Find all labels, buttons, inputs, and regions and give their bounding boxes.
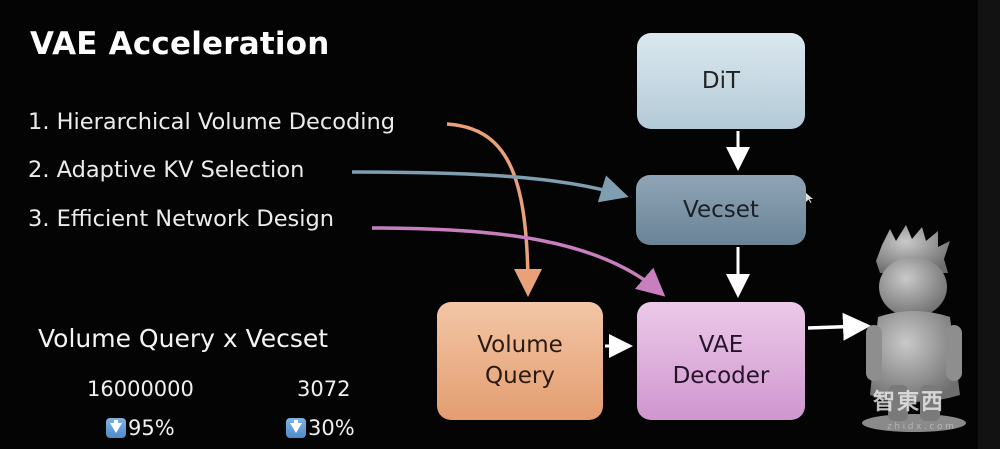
node-vecset-label: Vecset xyxy=(683,196,759,223)
down-arrow-icon xyxy=(106,418,126,438)
volume-query-reduction-value: 95% xyxy=(128,416,175,440)
point-adaptive-kv-selection: 2. Adaptive KV Selection xyxy=(28,157,305,183)
arrow-adaptive-kv-to-vecset xyxy=(351,170,629,203)
node-vae-decoder: VAE Decoder xyxy=(637,302,805,420)
node-dit-label: DiT xyxy=(701,67,741,94)
node-volume-query-label: Volume Query xyxy=(477,332,563,389)
screen-edge-strip xyxy=(978,0,1000,449)
arrow-efficient-network-to-vae-decoder xyxy=(371,226,666,297)
watermark-domain: zhidx.com xyxy=(887,422,957,432)
node-vecset: Vecset xyxy=(636,175,806,245)
point-efficient-network-design: 3. Efficient Network Design xyxy=(28,206,335,232)
node-vae-decoder-label: VAE Decoder xyxy=(672,332,770,389)
arrow-vae-decoder-to-output xyxy=(807,312,871,341)
node-dit: DiT xyxy=(637,33,805,129)
volume-query-reduction: 95% xyxy=(106,416,175,440)
vecset-reduction: 30% xyxy=(286,416,355,440)
mouse-cursor-icon xyxy=(806,193,813,203)
volume-query-count: 16000000 xyxy=(87,377,194,401)
stats-label: Volume Query x Vecset xyxy=(38,324,329,353)
down-arrow-icon xyxy=(286,418,306,438)
vecset-count: 3072 xyxy=(297,377,351,401)
point-hierarchical-volume-decoding: 1. Hierarchical Volume Decoding xyxy=(28,109,396,135)
vecset-reduction-value: 30% xyxy=(308,416,355,440)
arrow-hierarchical-to-volume-query xyxy=(446,122,542,297)
node-volume-query: Volume Query xyxy=(437,302,603,420)
3d-character-figure xyxy=(862,225,966,432)
slide-title: VAE Acceleration xyxy=(30,26,330,62)
watermark-logo: 智東西 xyxy=(873,390,946,415)
